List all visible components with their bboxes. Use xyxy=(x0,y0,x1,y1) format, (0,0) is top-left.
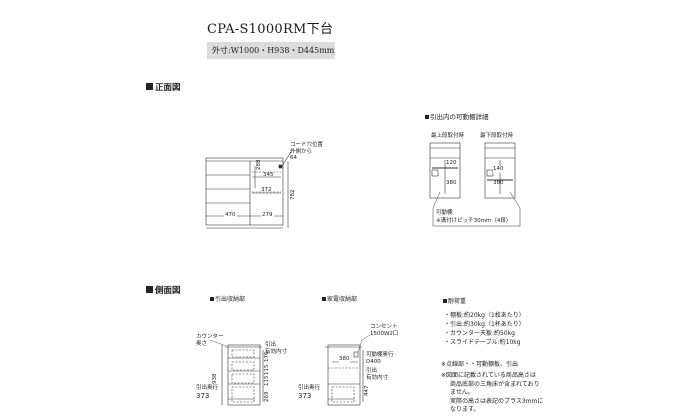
drawer-inner-dashed xyxy=(231,386,255,403)
load-capacity-list: ・棚板:約20kg（1枚あたり） ・引出:約30kg（1杯あたり） ・カウンター… xyxy=(444,311,525,347)
dim-447: 447 xyxy=(364,385,370,397)
load-capacity-label: 耐荷重 xyxy=(448,298,467,305)
dim-380: 380 xyxy=(339,356,350,363)
note-line: ※図面に記載されている商品高さは xyxy=(441,372,536,379)
front-view-label: 正面図 xyxy=(155,83,181,93)
bottom-dim-lower: 380 xyxy=(493,180,504,186)
dim-345: 345 xyxy=(263,172,274,178)
note-line: 実際の高さは表記のプラス3mmに xyxy=(450,397,544,405)
bottom-position-label: 最下段取付時 xyxy=(480,133,514,139)
side-view-heading: 側面図 xyxy=(146,284,181,296)
drawer-adjust-heading: 引出内の可動棚詳細 xyxy=(425,113,489,121)
bottom-dim-upper: 140 xyxy=(493,166,504,173)
outlet-label-line: 1500W2口 xyxy=(370,330,399,337)
cord-hole xyxy=(278,164,283,169)
cord-leader-line xyxy=(281,151,292,167)
movable-shelf-label: 可動棚 xyxy=(436,210,453,216)
counter-leader-line xyxy=(209,339,227,347)
drawer-label-line: 有効内寸 xyxy=(265,348,288,355)
drawer-label-line: 有効内寸 xyxy=(366,374,389,381)
drawer-storage-heading: 引出収納部 xyxy=(210,296,246,304)
dimensions-band xyxy=(207,42,335,59)
counter-label-line: カウンター xyxy=(196,334,224,340)
load-capacity-heading: 耐荷重 xyxy=(443,298,467,306)
shelf-depth-label: 可動棚奥行 D400 xyxy=(366,352,394,365)
drawer-adjust-label: 引出内の可動棚詳細 xyxy=(430,113,489,121)
dotted-line-note: ※点線部・・可動棚板、引出 xyxy=(441,361,519,368)
side-appliance-cabinet xyxy=(327,344,361,406)
appliance-drawer-depth-value: 373 xyxy=(298,392,312,400)
appliance-storage-heading: 家電収納部 xyxy=(322,296,358,304)
square-bullet-icon xyxy=(322,297,326,301)
drawer-label-line: 引出 xyxy=(366,368,378,374)
front-cabinet-outline xyxy=(205,157,284,226)
cord-value: 64 xyxy=(290,155,297,162)
outlet-box xyxy=(431,169,439,177)
outlet-box xyxy=(486,169,494,177)
dim-372: 372 xyxy=(261,187,272,193)
front-view-heading: 正面図 xyxy=(146,81,181,93)
load-item: ・スライドテーブル:約10kg xyxy=(444,339,521,346)
drawer-inner-dashed xyxy=(231,361,255,371)
appliance-drawer-effective-label: 引出 有効内寸 xyxy=(366,368,388,381)
pitch-note: ※溝付けピッチ30mm（4段） xyxy=(436,218,512,224)
top-dim-lower: 380 xyxy=(446,180,457,186)
appliance-drawer-depth-label: 引出奥行 xyxy=(298,385,321,391)
load-item: ・カウンター天板:約50kg xyxy=(444,330,515,337)
drawer-depth-value: 373 xyxy=(196,392,210,400)
counter-label-line: 奥さ xyxy=(196,340,208,347)
callout-bracket xyxy=(432,191,521,227)
side-view-label: 側面図 xyxy=(155,286,181,296)
appliance-storage-label: 家電収納部 xyxy=(327,296,358,303)
drawer-detail-bottom xyxy=(484,142,516,199)
drawer-inner-dashed xyxy=(231,373,255,384)
top-position-label: 最上段取付時 xyxy=(431,133,465,139)
shelf-label-line: 可動棚奥行 xyxy=(366,352,394,358)
shelf-label-line: D400 xyxy=(366,358,381,365)
dim-279: 279 xyxy=(261,212,274,219)
height-note: ※図面に記載されている商品高さは 商品底部の三角床が含まれており ません。 実際… xyxy=(441,372,543,415)
square-bullet-icon xyxy=(443,299,447,303)
outlet-leader-line xyxy=(357,334,371,353)
note-line: ません。 xyxy=(450,389,474,396)
top-dim-upper: 120 xyxy=(446,160,457,166)
outlet-label: コンセント 1500W2口 xyxy=(370,324,398,337)
cord-hole-label: コード穴位置 外側から 64 xyxy=(290,142,323,162)
drawer-inner-dashed xyxy=(331,386,355,403)
load-item: ・棚板:約20kg（1枚あたり） xyxy=(444,312,525,319)
square-bullet-icon xyxy=(210,297,214,301)
drawer-effective-label: 引出 有効内寸 xyxy=(265,342,287,355)
drawer-inner-dashed xyxy=(231,349,255,358)
note-line: 商品底部の三角床が含まれており xyxy=(450,380,540,388)
square-bullet-icon xyxy=(146,83,153,90)
outer-dimensions: 外寸:W1000・H938・D445mm xyxy=(212,46,335,55)
outlet-box xyxy=(353,351,359,358)
counter-depth-label: カウンター 奥さ xyxy=(196,334,224,347)
drawer-label-line: 引出 xyxy=(265,342,277,348)
outlet-label-line: コンセント xyxy=(370,324,398,330)
drawer-detail-top xyxy=(429,142,461,199)
page-title: CPA-S1000RM下台 xyxy=(207,22,334,37)
square-bullet-icon xyxy=(425,115,429,119)
side-drawer-cabinet xyxy=(227,344,261,406)
note-line: なります。 xyxy=(450,406,480,413)
drawer-depth-label: 引出奥行 xyxy=(196,385,219,391)
load-item: ・引出:約30kg（1杯あたり） xyxy=(444,321,525,328)
cord-label-line: コード穴位置 xyxy=(290,142,324,148)
dim-470: 470 xyxy=(224,212,237,219)
square-bullet-icon xyxy=(146,286,153,293)
drawer-storage-label: 引出収納部 xyxy=(215,296,246,303)
cord-label-line: 外側から xyxy=(290,148,313,155)
